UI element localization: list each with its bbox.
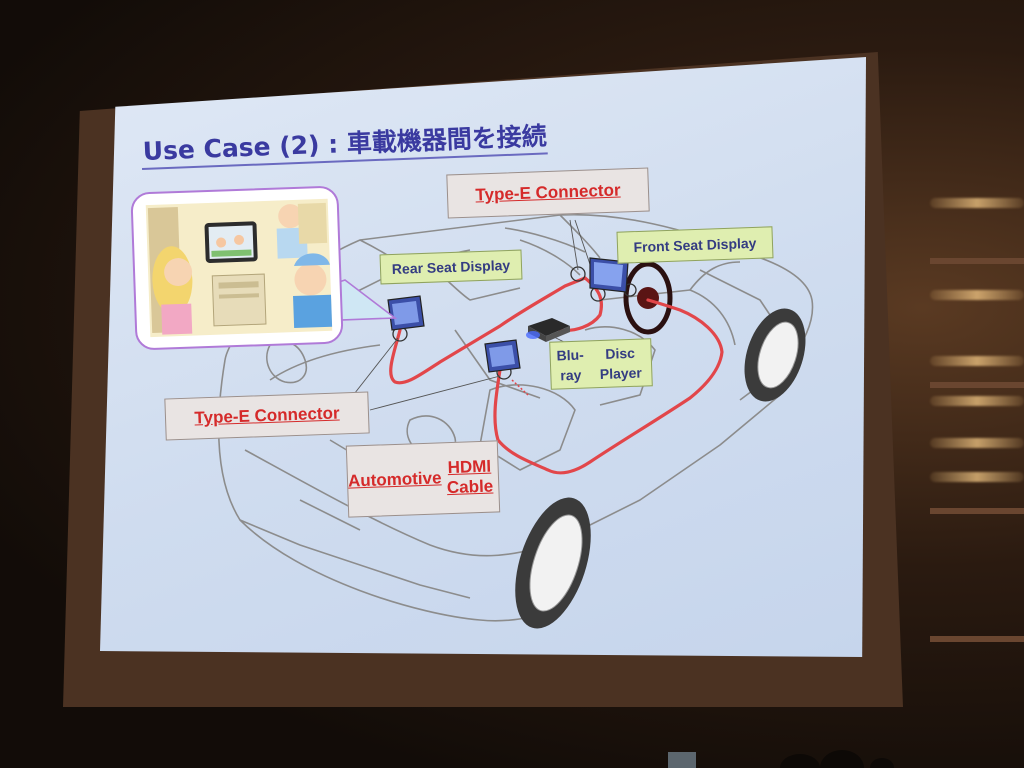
wall-light: [930, 356, 1024, 366]
front-wheel: [744, 308, 806, 402]
wall-light: [930, 438, 1024, 448]
wall-light: [930, 396, 1024, 406]
projected-slide: [100, 57, 866, 657]
rear-wheel: [515, 497, 591, 629]
wall-panels: [930, 160, 1024, 660]
wall-rail: [930, 508, 1024, 514]
wall-rail: [930, 636, 1024, 642]
rear-seat-display-device: [387, 295, 425, 331]
wall-rail: [930, 258, 1024, 264]
wall-light: [930, 290, 1024, 300]
steering-wheel: [623, 261, 673, 335]
wall-light: [930, 472, 1024, 482]
wall-rail: [930, 382, 1024, 388]
bluray-disc-player-device: [526, 318, 570, 342]
middle-display-device: [484, 339, 521, 373]
wall-light: [930, 198, 1024, 208]
front-seat-display-device: [589, 257, 629, 293]
passenger-illustration-callout: [130, 186, 398, 350]
